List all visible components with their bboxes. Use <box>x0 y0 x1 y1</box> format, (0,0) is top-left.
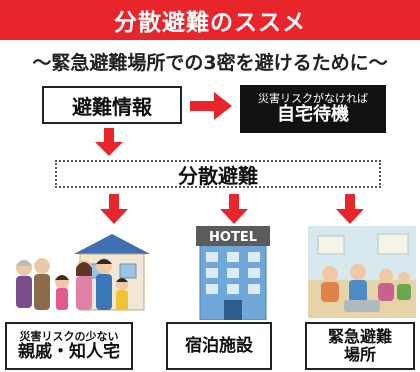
hotel-illustration: HOTEL <box>196 226 270 320</box>
hotel-label: 宿泊施設 <box>185 335 253 356</box>
evacuation-info-box: 避難情報 <box>42 86 182 124</box>
family-house-illustration <box>16 234 150 311</box>
shelter-label-line2: 場所 <box>343 345 376 364</box>
shelter-label-line1: 緊急避難 <box>327 327 392 347</box>
hotel-sign-text: HOTEL <box>209 230 257 245</box>
dispersal-evacuation-box: 分散避難 <box>55 160 381 188</box>
down-arrow-icon <box>95 128 123 156</box>
shelter-illustration <box>308 226 416 318</box>
right-arrow-icon <box>190 92 232 120</box>
down-arrow-icon <box>220 194 248 224</box>
stay-home-label: 自宅待機 <box>277 104 349 126</box>
down-arrow-icon <box>100 194 128 224</box>
down-arrow-icon <box>336 194 364 224</box>
page-title: 分散避難のススメ <box>114 10 306 36</box>
subtitle: 〜緊急避難場所での3密を避けるために〜 <box>32 51 388 74</box>
relatives-home-option: 災害リスクの少ない 親戚・知人宅 <box>5 322 133 370</box>
title-bar: 分散避難のススメ <box>0 0 420 40</box>
stay-home-condition: 災害リスクがなければ <box>258 92 368 106</box>
hotel-option: 宿泊施設 <box>166 322 272 370</box>
stay-home-box: 災害リスクがなければ 自宅待機 <box>240 85 386 133</box>
relatives-home-label: 親戚・知人宅 <box>18 341 120 362</box>
emergency-shelter-option: 緊急避難 場所 <box>305 322 415 370</box>
relatives-home-condition: 災害リスクの少ない <box>19 329 119 343</box>
